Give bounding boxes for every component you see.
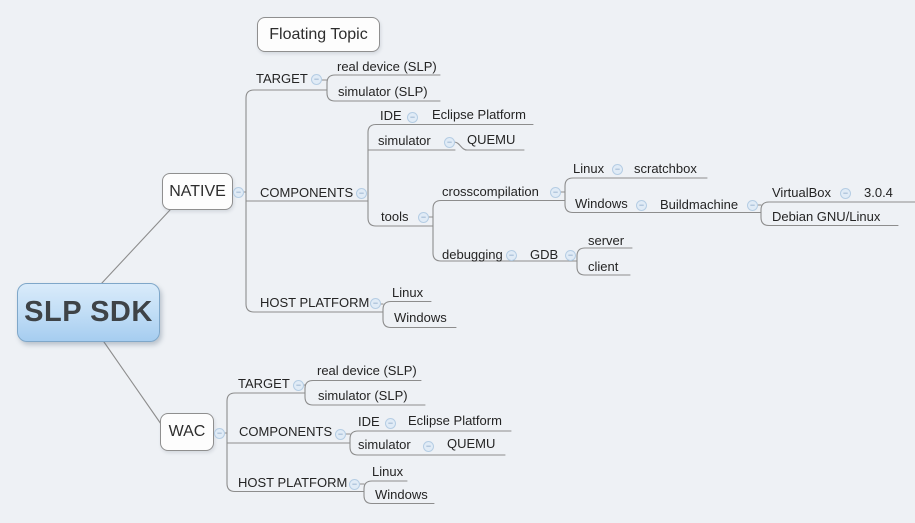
collapse-icon[interactable]: − (293, 380, 304, 391)
floating-topic[interactable]: Floating Topic (257, 17, 380, 52)
topic-native-components[interactable]: COMPONENTS (260, 185, 354, 200)
topic-gdb-server[interactable]: server (588, 233, 625, 248)
topic-gdb[interactable]: GDB (530, 247, 559, 262)
topic-wac-host-linux[interactable]: Linux (372, 464, 404, 479)
topic-native-eclipse[interactable]: Eclipse Platform (432, 107, 526, 122)
collapse-icon[interactable]: − (423, 441, 434, 452)
root-topic[interactable]: SLP SDK (17, 283, 160, 342)
collapse-icon[interactable]: − (349, 479, 360, 490)
topic-native-ide[interactable]: IDE (380, 108, 402, 123)
collapse-icon[interactable]: − (214, 428, 225, 439)
collapse-icon[interactable]: − (840, 188, 851, 199)
topic-cross-linux[interactable]: Linux (573, 161, 605, 176)
main-topic-wac-label: WAC (168, 423, 206, 440)
collapse-icon[interactable]: − (506, 250, 517, 261)
collapse-icon[interactable]: − (550, 187, 561, 198)
connector-native-components-children (367, 123, 534, 227)
collapse-icon[interactable]: − (565, 250, 576, 261)
topic-native-target[interactable]: TARGET (256, 71, 308, 86)
topic-native-tools[interactable]: tools (381, 209, 409, 224)
topic-native-target-real-device[interactable]: real device (SLP) (337, 59, 437, 74)
main-topic-native[interactable]: NATIVE (162, 173, 233, 210)
topic-wac-target-real-device[interactable]: real device (SLP) (317, 363, 417, 378)
collapse-icon[interactable]: − (407, 112, 418, 123)
topic-gdb-client[interactable]: client (588, 259, 619, 274)
topic-native-target-simulator[interactable]: simulator (SLP) (338, 84, 428, 99)
collapse-icon[interactable]: − (444, 137, 455, 148)
connector-buildmachine-children (760, 201, 915, 227)
connector-native-target-children (326, 74, 441, 102)
collapse-icon[interactable]: − (385, 418, 396, 429)
topic-wac-simulator[interactable]: simulator (358, 437, 411, 452)
connector-qemu-line (453, 141, 525, 151)
connector-native-host-children (382, 300, 457, 329)
topic-buildmachine[interactable]: Buildmachine (660, 197, 739, 212)
floating-topic-label: Floating Topic (269, 25, 368, 43)
main-topic-native-label: NATIVE (169, 182, 226, 200)
collapse-icon[interactable]: − (747, 200, 758, 211)
topic-wac-host-platform[interactable]: HOST PLATFORM (238, 475, 348, 490)
topic-wac-components[interactable]: COMPONENTS (239, 424, 333, 439)
collapse-icon[interactable]: − (636, 200, 647, 211)
topic-virtualbox-version[interactable]: 3.0.4 (864, 185, 893, 200)
connector-gdb-children (576, 247, 633, 276)
root-topic-label: SLP SDK (24, 296, 153, 328)
collapse-icon[interactable]: − (311, 74, 322, 85)
collapse-icon[interactable]: − (356, 188, 367, 199)
collapse-icon[interactable]: − (370, 298, 381, 309)
collapse-icon[interactable]: − (418, 212, 429, 223)
topic-wac-qemu[interactable]: QUEMU (447, 436, 496, 451)
topic-wac-target[interactable]: TARGET (238, 376, 290, 391)
connector-wac-components-children (349, 430, 512, 456)
main-topic-wac[interactable]: WAC (160, 413, 214, 451)
topic-native-host-linux[interactable]: Linux (392, 285, 424, 300)
topic-wac-target-simulator[interactable]: simulator (SLP) (318, 388, 408, 403)
connector-cross-children (564, 177, 762, 214)
topic-wac-ide[interactable]: IDE (358, 414, 380, 429)
topic-debugging[interactable]: debugging (442, 247, 503, 262)
topic-native-simulator[interactable]: simulator (378, 133, 431, 148)
topic-wac-host-windows[interactable]: Windows (375, 487, 428, 502)
connector-wac-bracket (226, 392, 365, 493)
connector-wac-target-children (304, 379, 426, 406)
topic-crosscompilation[interactable]: crosscompilation (442, 184, 539, 199)
connector-wac-host-children (363, 480, 435, 505)
collapse-icon[interactable]: − (335, 429, 346, 440)
topic-scratchbox[interactable]: scratchbox (634, 161, 697, 176)
topic-wac-eclipse[interactable]: Eclipse Platform (408, 413, 502, 428)
connector-tools-children (432, 199, 578, 262)
topic-cross-windows[interactable]: Windows (575, 196, 628, 211)
connector-root-wac (103, 341, 162, 425)
collapse-icon[interactable]: − (233, 187, 244, 198)
collapse-icon[interactable]: − (612, 164, 623, 175)
topic-debian[interactable]: Debian GNU/Linux (772, 209, 881, 224)
connector-root-native (100, 209, 171, 285)
topic-virtualbox[interactable]: VirtualBox (772, 185, 832, 200)
topic-native-host-platform[interactable]: HOST PLATFORM (260, 295, 370, 310)
topic-native-host-windows[interactable]: Windows (394, 310, 447, 325)
topic-native-qemu[interactable]: QUEMU (467, 132, 516, 147)
